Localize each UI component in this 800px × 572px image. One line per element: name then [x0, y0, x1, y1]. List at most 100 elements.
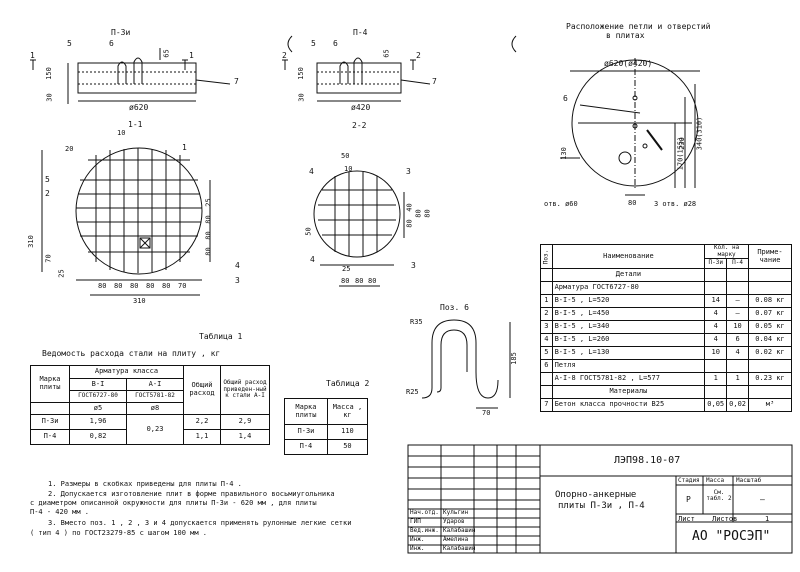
t1-h-total: Общий расход [183, 365, 221, 415]
stray-bracket [287, 35, 293, 53]
dim-80-d3: 80 [368, 277, 377, 285]
dim-310-h: 310 [133, 297, 146, 305]
marker-3: 3 [235, 276, 240, 285]
section-2-right: 2 [416, 51, 421, 60]
spec-sub-arm: Арматура ГОСТ6727-80 [551, 281, 706, 296]
dim-80-r3: 80 [204, 247, 213, 256]
dim-25-b: 25 [342, 265, 351, 273]
t1-h-bi: В-I [69, 378, 127, 391]
dim-25-v: 25 [57, 269, 66, 278]
tb-h-stage: Стадия [678, 477, 700, 484]
dim-10: 10 [117, 129, 126, 137]
dim-150-b: 150 [296, 67, 305, 80]
t1-h-mark: Марка плиты [30, 365, 70, 403]
tb-stage: Р [686, 495, 691, 504]
loop-dia: ø620(ø420) [604, 59, 653, 68]
dim-50-v: 50 [304, 227, 313, 236]
tb-org: АО "РОСЭП" [692, 529, 771, 544]
note-2: 2. Допускается изготовление плит в форме… [48, 490, 335, 498]
loop-hole-right: 3 отв. ø28 [654, 200, 697, 208]
loop-title-1: Расположение петли и отверстий [566, 22, 711, 31]
t1-h-d1: ø5 [69, 402, 127, 415]
marker-6b: 6 [333, 39, 338, 48]
dim-50: 50 [341, 152, 350, 160]
dim-65-b: 65 [382, 49, 391, 58]
dim-10-b: 10 [344, 165, 353, 173]
spec-h-p4: П-4 [726, 258, 749, 270]
tb-mass: См. табл. 2 [706, 489, 732, 502]
dim-40: 40 [405, 203, 414, 212]
staff-role: Инж. [410, 545, 425, 552]
dim-80-b5: 80 [162, 282, 171, 290]
marker-2: 2 [45, 189, 50, 198]
steel-table: Марка плиты Арматура класса Общий расход… [30, 365, 270, 445]
t1-h-gost2: ГОСТ5781-82 [126, 390, 184, 403]
table1-caption: Ведомость расхода стали на плиту , кг [42, 349, 221, 358]
plan-2-2 [313, 170, 405, 287]
p3i-title: П-3и [111, 28, 131, 37]
dim-80-d1: 80 [341, 277, 350, 285]
t1-h-gost1: ГОСТ6727-80 [69, 390, 127, 403]
table-row: П-4 50 [284, 439, 369, 455]
note-3b: ( тип 4 ) по ГОСТ23279-85 с шагом 100 мм… [30, 529, 208, 537]
dim-150: 150 [44, 67, 53, 80]
dim-80-loop: 80 [628, 199, 637, 207]
t2-h-mass: Масса , кг [326, 398, 369, 425]
r25-label: R25 [406, 388, 419, 396]
marker-7: 7 [234, 77, 239, 86]
doc-name-1: Опорно-анкерные [555, 490, 637, 500]
marker-4c: 4 [310, 255, 315, 264]
dim-70-v: 70 [44, 254, 53, 263]
note-3: 3. Вместо поз. 1 , 2 , 3 и 4 допускается… [48, 519, 352, 527]
dim-80-c3: 80 [423, 209, 432, 218]
dim-185: 185 [509, 352, 518, 365]
dim-340: 340(310) [695, 116, 704, 151]
tb-h-mass: Масса [706, 477, 725, 484]
spec-h-note: Приме-чание [748, 243, 792, 270]
p4-dia: ø420 [351, 103, 371, 112]
table-row: П-3и 1,96 0,23 2,2 2,9 [30, 414, 270, 445]
note-1: 1. Размеры в скобках приведены для плиты… [48, 480, 242, 488]
doc-code: ЛЭП98.10-07 [614, 455, 681, 466]
dim-30-b: 30 [297, 93, 306, 102]
dim-80-b3: 80 [130, 282, 139, 290]
staff-role: Инж. [410, 536, 425, 543]
marker-5b: 5 [311, 39, 316, 48]
specification-table: Поз. Наименование Кол. на марку Приме-ча… [540, 243, 792, 413]
staff-name: Кульгин [443, 509, 469, 516]
table-row: А-I-8 ГОСТ5781-82 , L=577 1 1 0.23 кг [540, 372, 792, 387]
tb-scale: – [760, 495, 765, 504]
table-row: 5 В-I-5 , L=130 10 4 0.02 кг [540, 346, 792, 361]
p3i-dia: ø620 [129, 103, 149, 112]
t1-h-d2: ø8 [126, 402, 184, 415]
loop-location-plan [560, 58, 700, 196]
dim-80-d2: 80 [355, 277, 364, 285]
poz6-title: Поз. 6 [440, 303, 469, 312]
staff-name: Амелина [443, 536, 469, 543]
plan22-title: 2-2 [352, 121, 367, 130]
elevation-p3i [30, 48, 231, 104]
table1-title: Таблица 1 [199, 332, 243, 341]
marker-3b: 3 [406, 167, 411, 176]
table-row: 2 В-I-5 , L=450 4 – 0.07 кг [540, 307, 792, 322]
r35-label: R35 [410, 318, 423, 326]
table-row: 6 Петля [540, 359, 792, 374]
section-1-left: 1 [30, 51, 35, 60]
marker-4b: 4 [309, 167, 314, 176]
table-row: 1 В-I-5 , L=520 14 – 0.08 кг [540, 294, 792, 309]
t1-h-class: Арматура класса [69, 365, 184, 379]
dim-80-b2: 80 [114, 282, 123, 290]
plan11-title: 1-1 [128, 120, 143, 129]
section-1-right: 1 [189, 51, 194, 60]
section-2-left: 2 [282, 51, 287, 60]
note-2c: П-4 - 420 мм . [30, 508, 90, 516]
marker-1: 1 [182, 143, 187, 152]
spec-h-name: Наименование [551, 243, 706, 270]
table-row: П-3и 110 [284, 424, 369, 440]
table-row: 7 Бетон класса прочности В25 0,05 0,02 м… [540, 398, 792, 413]
staff-role: Нач.отд. [410, 509, 439, 516]
spec-sec-materials: Материалы [551, 385, 706, 400]
spec-h-qty: Кол. на марку [704, 243, 749, 260]
marker-6c: 6 [563, 94, 568, 103]
